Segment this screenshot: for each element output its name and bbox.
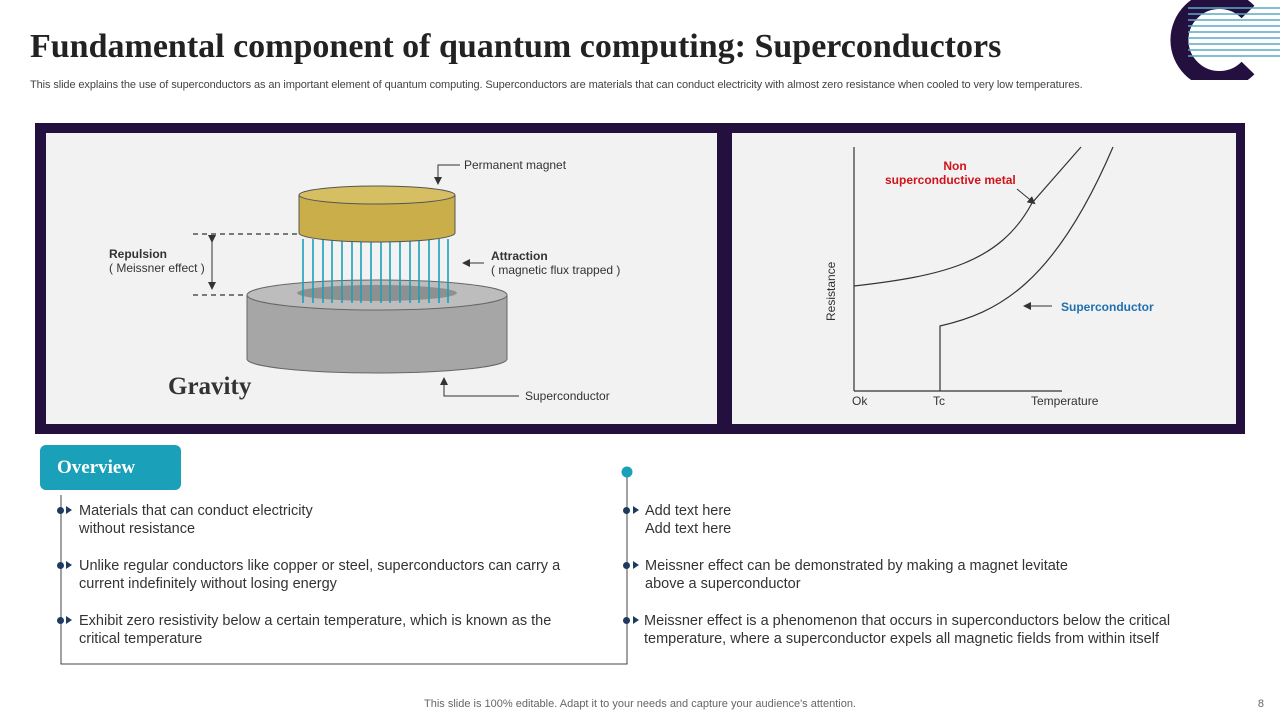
bullet-arrow-icon [633,561,639,569]
bullet-dot [623,507,630,514]
superconductor-graph-label: Superconductor [1061,300,1154,314]
superconductor-label: Superconductor [525,389,610,403]
slide-subtitle: This slide explains the use of supercond… [30,79,1083,91]
overview-left-item-3: Exhibit zero resistivity below a certain… [79,612,551,648]
bullet-dot [57,507,64,514]
resistance-graph-panel: Resistance Ok Tc Temperature Non superco… [732,133,1236,424]
superconductor-curve [939,146,1114,391]
overview-right-item-1: Add text here Add text here [645,502,731,538]
overview-right-item-3-line1: Meissner effect is a phenomenon that occ… [644,613,1171,629]
overview-left-item-2-line2: current indefinitely without losing ener… [79,576,337,592]
bullet-arrow-icon [66,506,72,514]
metal-label-line1: Non [943,159,967,173]
attraction-label: Attraction [491,249,548,263]
metal-curve [853,146,1082,287]
overview-left-item-2: Unlike regular conductors like copper or… [79,557,560,593]
bullet-arrow-icon [66,616,72,624]
bullet-arrow-icon [633,506,639,514]
repulsion-label: Repulsion [109,247,167,261]
attraction-sub-label: ( magnetic flux trapped ) [491,263,621,277]
attraction-title: Attraction [491,249,548,263]
overview-right-item-1-line1: Add text here [645,503,732,519]
y-axis-label: Resistance [824,261,838,321]
overview-right-item-2-line2: above a superconductor [645,576,801,592]
page-number: 8 [1257,698,1264,710]
brand-logo-icon [1170,0,1280,80]
overview-left-item-1: Materials that can conduct electricity w… [79,502,313,538]
bullet-dot [623,617,630,624]
overview-left-item-3-line1: Exhibit zero resistivity below a certain… [79,613,552,629]
gravity-label: Gravity [168,373,252,400]
bullet-dot [623,562,630,569]
overview-right-item-3: Meissner effect is a phenomenon that occ… [644,612,1170,648]
tick-tc: Tc [933,394,945,408]
levitation-illustration [193,164,519,397]
footer-note: This slide is 100% editable. Adapt it to… [424,698,856,710]
overview-left-item-1-line2: without resistance [79,521,196,537]
metal-label-line2: superconductive metal [885,173,1016,187]
overview-left-item-1-line1: Materials that can conduct electricity [79,503,313,519]
overview-left-item-2-line1: Unlike regular conductors like copper or… [79,558,561,574]
bullet-arrow-icon [633,616,639,624]
overview-right-item-3-line2: temperature, where a superconductor expe… [644,631,1159,647]
repulsion-title: Repulsion [109,247,168,261]
bullet-dot [57,562,64,569]
overview-left-item-3-line2: critical temperature [79,631,203,647]
x-axis-label: Temperature [1031,394,1099,408]
meissner-diagram-panel: Permanent magnet Repulsion ( Meissner ef… [46,133,717,424]
permanent-magnet-label: Permanent magnet [464,158,567,172]
overview-right-item-2-line1: Meissner effect can be demonstrated by m… [645,558,1068,574]
overview-tab: Overview [40,445,181,490]
resistance-temperature-graph [853,146,1114,392]
bullet-dot [57,617,64,624]
overview-right-item-1-line2: Add text here [645,521,732,537]
bullet-arrow-icon [66,561,72,569]
slide-title: Fundamental component of quantum computi… [30,28,1002,65]
image-frame: Permanent magnet Repulsion ( Meissner ef… [35,123,1245,434]
tick-ok: Ok [852,394,868,408]
repulsion-sub-label: ( Meissner effect ) [109,261,205,275]
overview-right-item-2: Meissner effect can be demonstrated by m… [645,557,1068,593]
